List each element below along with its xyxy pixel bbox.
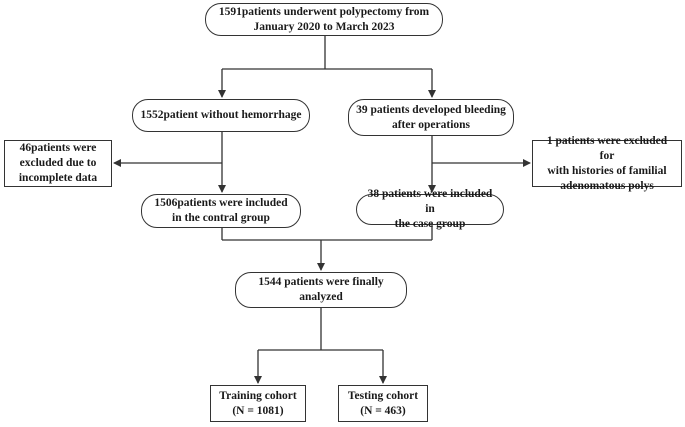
excluded-left-text: 46patients were excluded due to incomple… bbox=[18, 142, 98, 184]
start-node: 1591patients underwent polypectomy from … bbox=[205, 3, 443, 36]
case-group-node: 38 patients were included in the case gr… bbox=[356, 188, 504, 230]
bleeding-node: 39 patients developed bleeding after ope… bbox=[348, 99, 514, 136]
analyzed-node: 1544 patients were finally analyzed bbox=[235, 272, 407, 308]
bleeding-text: 39 patients developed bleeding after ope… bbox=[356, 103, 506, 131]
no-hemorrhage-text: 1552patient without hemorrhage bbox=[140, 109, 302, 121]
control-group-node: 1506patients were included in the contra… bbox=[141, 194, 301, 228]
case-group-text: 38 patients were included in the case gr… bbox=[367, 188, 493, 230]
testing-cohort-text: Testing cohort (N = 463) bbox=[347, 389, 419, 417]
no-hemorrhage-node: 1552patient without hemorrhage bbox=[132, 99, 310, 132]
control-group-text: 1506patients were included in the contra… bbox=[154, 197, 288, 224]
excluded-right-text: 1 patients were excluded for with histor… bbox=[546, 134, 668, 192]
analyzed-text: 1544 patients were finally analyzed bbox=[258, 276, 384, 303]
testing-cohort-node: Testing cohort (N = 463) bbox=[338, 385, 428, 422]
start-node-text: 1591patients underwent polypectomy from … bbox=[218, 5, 430, 33]
excluded-right-node: 1 patients were excluded for with histor… bbox=[532, 135, 682, 192]
training-cohort-text: Training cohort (N = 1081) bbox=[219, 389, 297, 417]
training-cohort-node: Training cohort (N = 1081) bbox=[210, 385, 306, 422]
excluded-left-node: 46patients were excluded due to incomple… bbox=[4, 140, 112, 187]
